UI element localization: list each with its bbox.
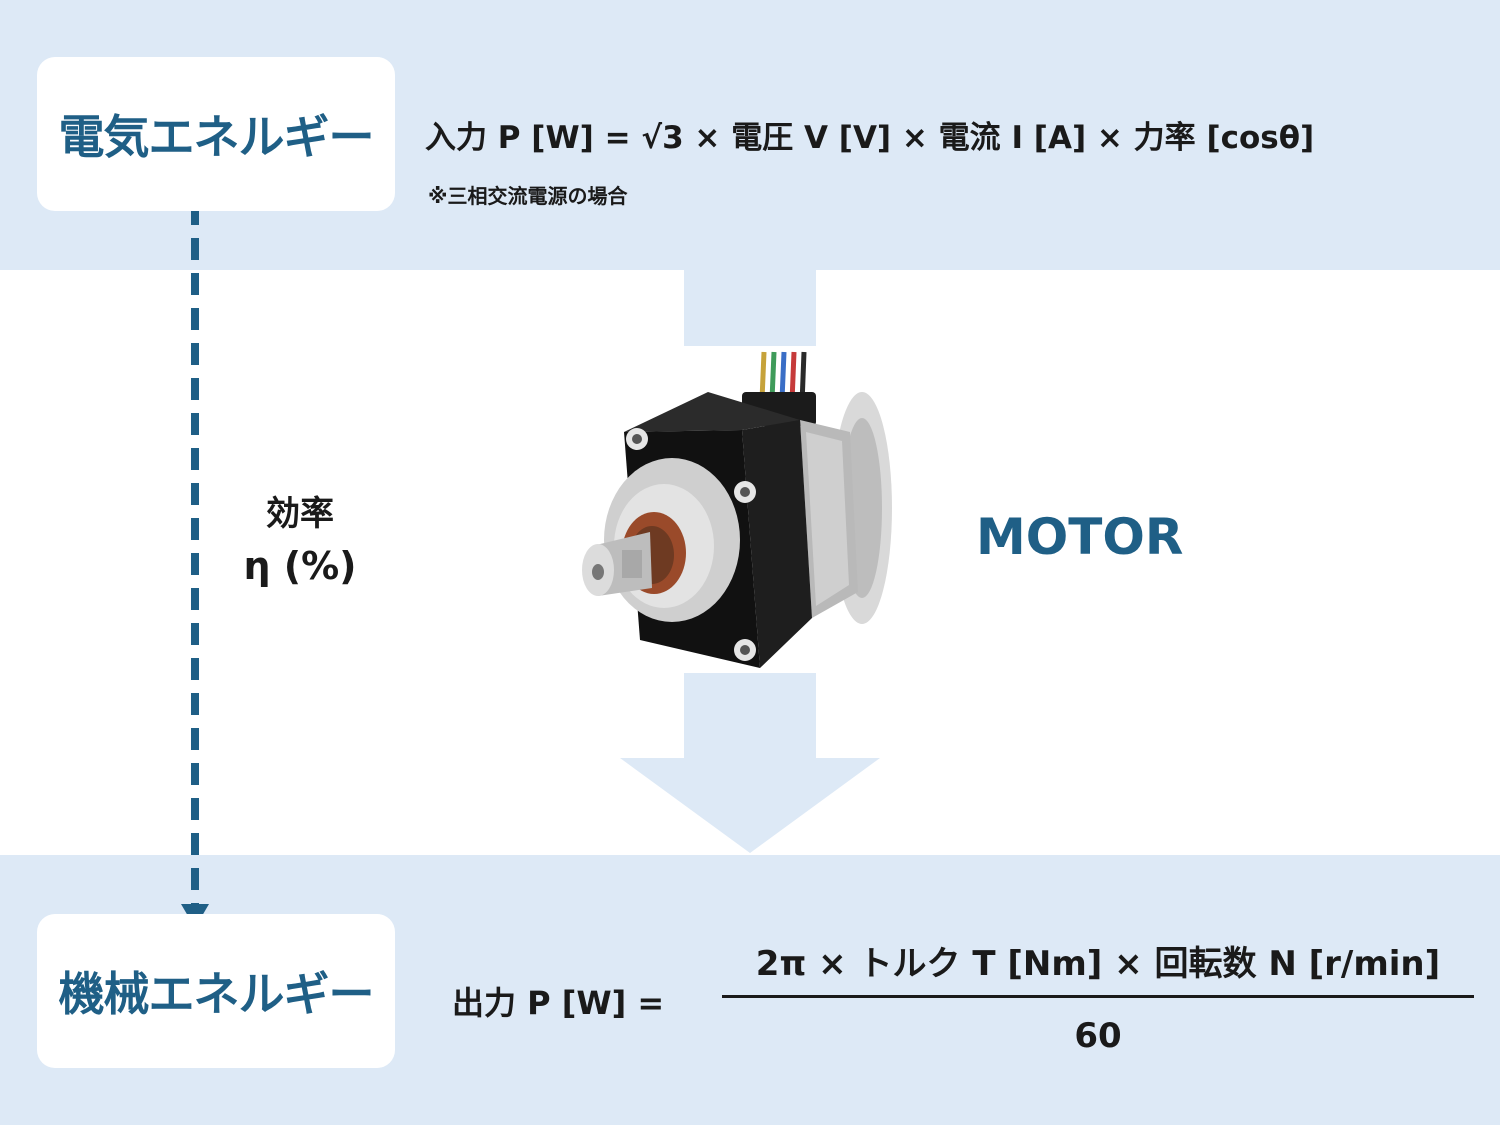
efficiency-symbol: η (%) bbox=[243, 544, 357, 588]
motor-label: MOTOR bbox=[976, 508, 1184, 566]
efficiency-label: 効率 bbox=[266, 494, 334, 534]
flow-arrow-top bbox=[684, 268, 816, 346]
output-power-lhs: 出力 P [W] = bbox=[452, 984, 665, 1022]
efficiency-label-block: 効率 η (%) bbox=[200, 488, 400, 592]
output-formula-denominator: 60 bbox=[1074, 1016, 1122, 1056]
flow-arrow-down bbox=[620, 673, 880, 853]
three-phase-note: ※三相交流電源の場合 bbox=[428, 184, 628, 208]
input-power-formula: 入力 P [W] = √3 × 電圧 V [V] × 電流 I [A] × 力率… bbox=[425, 120, 1315, 156]
stepper-motor-photo bbox=[582, 351, 892, 668]
electrical-energy-label: 電気エネルギー bbox=[58, 110, 375, 164]
mechanical-energy-label: 機械エネルギー bbox=[58, 967, 375, 1021]
electrical-energy-box: 電気エネルギー bbox=[37, 57, 395, 211]
output-formula-numerator: 2π × トルク T [Nm] × 回転数 N [r/min] bbox=[755, 944, 1441, 984]
mechanical-energy-box: 機械エネルギー bbox=[37, 914, 395, 1068]
fraction-bar bbox=[722, 995, 1474, 998]
